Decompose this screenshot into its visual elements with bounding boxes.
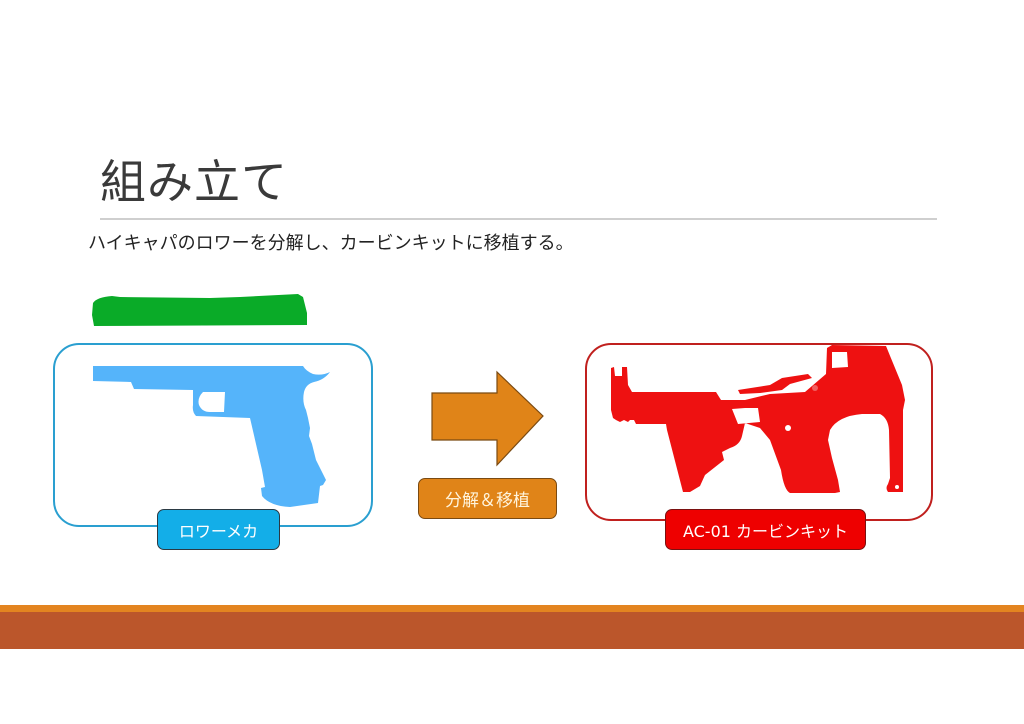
footer-accent-stripe: [0, 605, 1024, 612]
slide-title: 組み立て: [100, 155, 288, 209]
footer-band: [0, 612, 1024, 649]
lower-mech-label: ロワーメカ: [157, 509, 280, 550]
lower-mech-frame: [53, 343, 373, 527]
disassemble-transplant-label: 分解＆移植: [418, 478, 557, 519]
slide-subtitle: ハイキャパのロワーを分解し、カービンキットに移植する。: [88, 233, 574, 254]
carbine-kit-label: AC-01 カービンキット: [665, 509, 866, 550]
title-divider: [100, 218, 937, 220]
carbine-kit-frame: [585, 343, 933, 521]
